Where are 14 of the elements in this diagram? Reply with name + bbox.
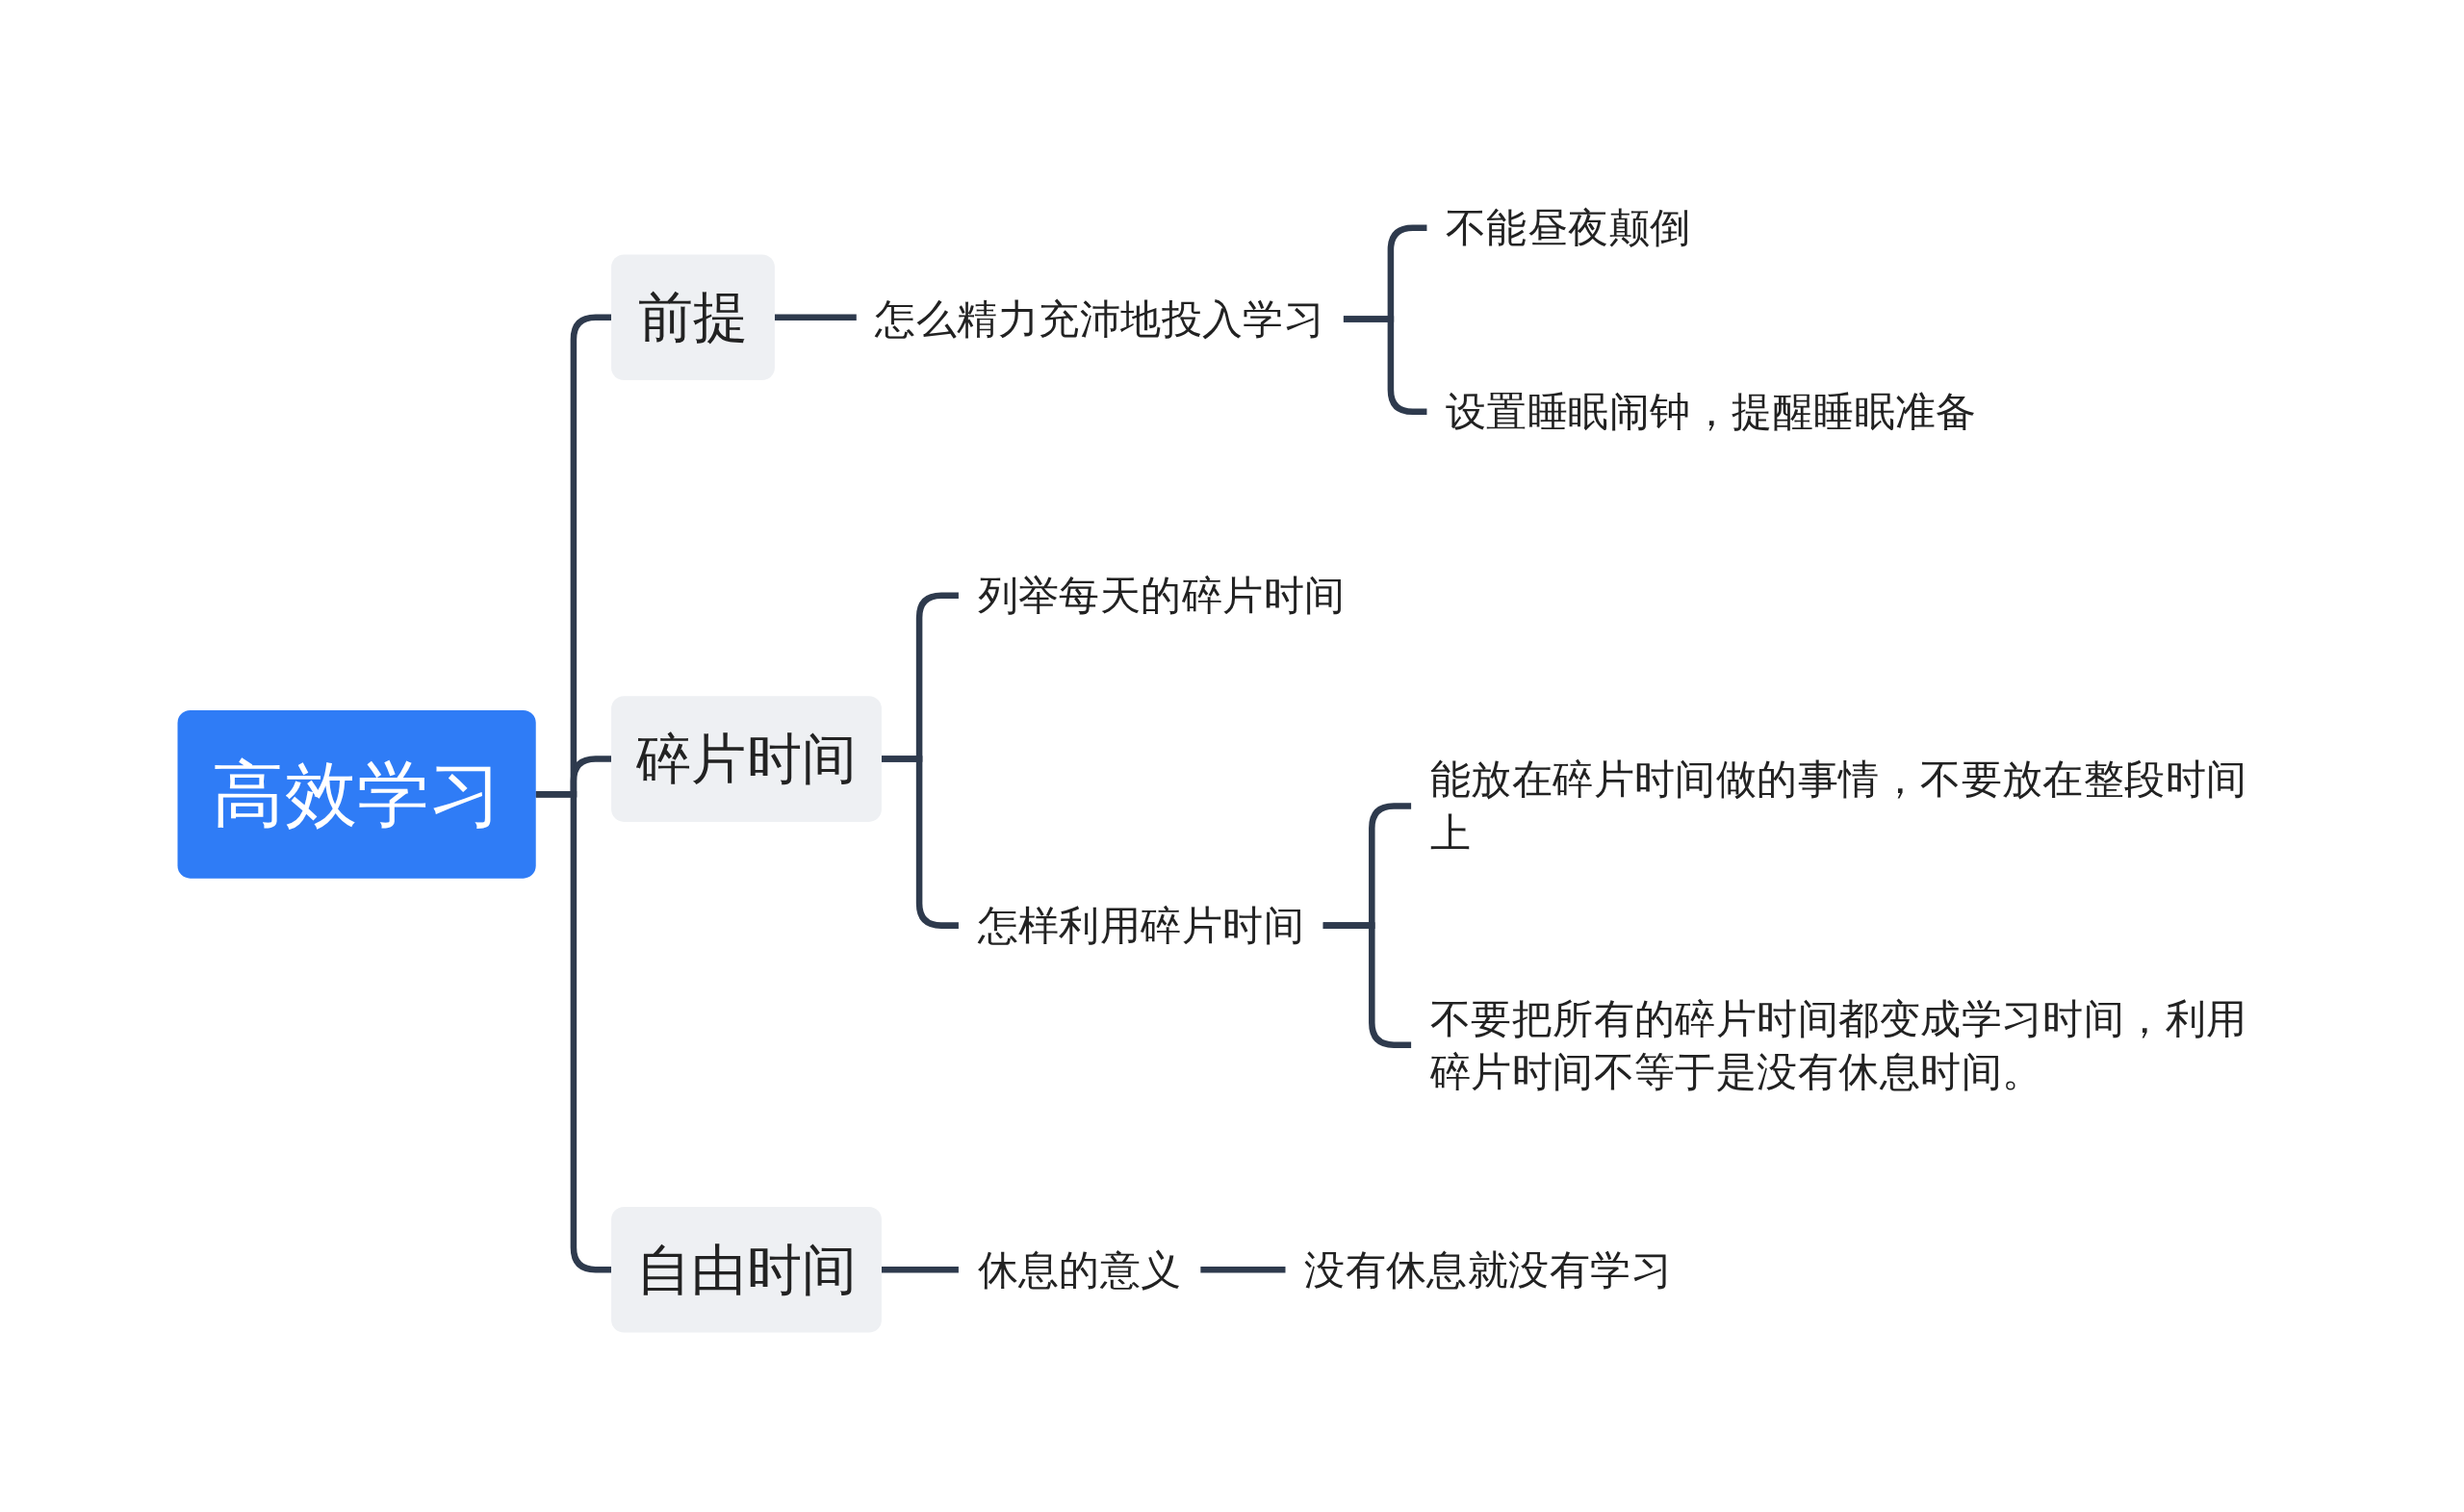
topic-box: 前提: [611, 254, 775, 381]
topic-box: 碎片时间: [611, 696, 882, 822]
connector-line: [1200, 1266, 1286, 1273]
subtopic-text: 能放在碎片时间做的事情，不要放在整段时间上: [1411, 753, 2292, 860]
subtopic-text: 怎样利用碎片时间: [958, 898, 1323, 953]
subtopic-text: 不要把所有的碎片时间都变成学习时间，利用碎片时间不等于是没有休息时间。: [1411, 991, 2292, 1099]
root-topic-box: 高效学习: [177, 709, 536, 879]
subtopic-text: 没有休息就没有学习: [1285, 1243, 1691, 1296]
topic-box: 自由时间: [611, 1206, 882, 1333]
subtopic-text: 休息的意义: [958, 1243, 1201, 1296]
subtopic-text: 不能昼夜颠倒: [1426, 201, 1710, 255]
subtopic-text: 列举每天的碎片时间: [958, 569, 1365, 623]
subtopic-text: 设置睡眠闹钟，提醒睡眠准备: [1426, 385, 1996, 439]
subtopic-text: 怎么精力充沛地投入学习: [856, 292, 1344, 346]
